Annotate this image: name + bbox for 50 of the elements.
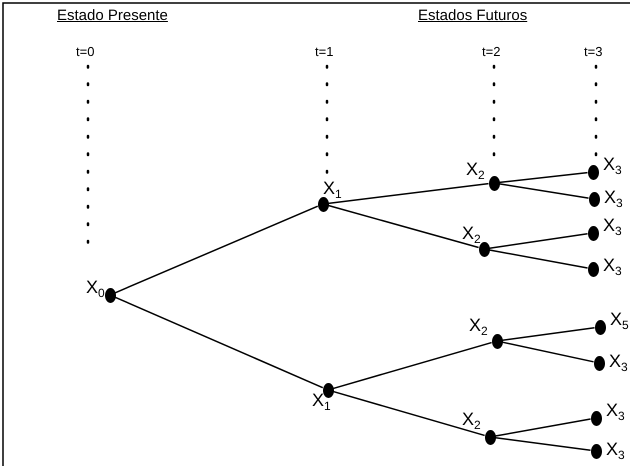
state-node <box>484 430 496 444</box>
branch-line <box>499 183 589 199</box>
branch-line <box>333 342 492 390</box>
state-node <box>104 288 116 302</box>
branch-line <box>499 172 588 184</box>
branch-line <box>328 182 489 204</box>
time-label: t=2 <box>482 44 500 59</box>
state-node <box>492 334 502 348</box>
state-node <box>588 262 598 276</box>
state-node <box>488 176 500 190</box>
state-node <box>478 242 490 256</box>
branch-line <box>328 204 479 248</box>
state-label: X$_{0}$ <box>86 277 105 302</box>
heading: Estados Futuros <box>418 7 528 24</box>
state-node <box>594 320 606 334</box>
state-label: X$_{2}$ <box>462 409 481 434</box>
time-label: t=1 <box>315 44 334 59</box>
branch-line <box>502 327 595 341</box>
state-label: X$_{3}$ <box>609 351 628 376</box>
state-label: X$_{2}$ <box>466 159 485 184</box>
branch-line <box>502 341 594 363</box>
branch-line <box>333 390 485 436</box>
heading: Estado Presente <box>57 7 168 24</box>
state-label: X$_{2}$ <box>469 315 488 340</box>
state-label: X$_{3}$ <box>606 400 625 425</box>
state-node <box>594 356 604 370</box>
state-label: X$_{3}$ <box>603 215 622 240</box>
state-node <box>590 444 602 458</box>
state-node <box>588 164 598 180</box>
state-label: X$_{1}$ <box>312 390 331 415</box>
time-label: t=3 <box>584 44 602 59</box>
branch-line <box>489 233 588 249</box>
branch-line <box>114 206 318 294</box>
branch-line <box>114 296 324 388</box>
state-label: X$_{3}$ <box>603 255 622 280</box>
state-node <box>588 192 600 206</box>
state-label: X$_{3}$ <box>606 439 625 464</box>
state-node <box>590 410 602 426</box>
state-node <box>588 226 598 240</box>
state-label: X$_{3}$ <box>604 187 623 212</box>
branch-line <box>489 249 588 269</box>
state-node <box>318 196 328 212</box>
state-label: X$_{3}$ <box>603 154 622 179</box>
branch-line <box>495 436 591 452</box>
branch-line <box>495 418 591 437</box>
state-node <box>322 382 334 398</box>
time-label: t=0 <box>76 44 94 59</box>
state-label: X$_{5}$ <box>610 309 629 334</box>
state-label: X$_{1}$ <box>323 178 342 203</box>
state-label: X$_{2}$ <box>462 223 481 248</box>
